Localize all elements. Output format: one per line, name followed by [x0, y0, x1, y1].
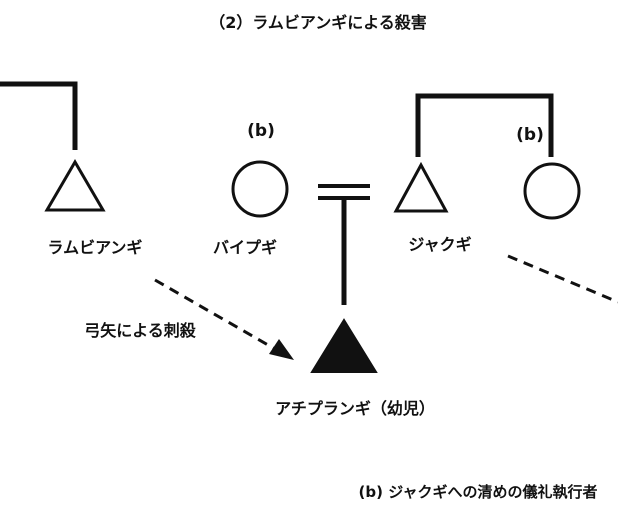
jakugi-label: ジャクギ: [408, 235, 471, 254]
jakugi-sister-female-symbol: [523, 162, 581, 220]
killing-arrow-line: [154, 278, 283, 355]
jakugi-male-symbol: [393, 161, 449, 213]
baipugi-female-symbol: [231, 160, 289, 218]
baipugi-label: バイプギ: [213, 238, 277, 257]
killing-arrowhead: [269, 339, 294, 360]
jakugi-sibling-line: [415, 93, 554, 157]
legend-caption: (b) ジャクギへの清めの儀礼執行者: [359, 483, 598, 501]
rambiangi-label: ラムビアンギ: [48, 238, 143, 257]
killing-annotation: 弓矢による刺殺: [84, 321, 197, 340]
rambiangi-sibling-line: [0, 81, 78, 150]
jakugi-sister-mark: (b): [516, 125, 544, 145]
achipurangi-male-filled-symbol: [310, 318, 378, 373]
diagram-title: （2）ラムビアンギによる殺害: [209, 13, 427, 32]
achipurangi-label: アチプランギ（幼児）: [275, 399, 435, 418]
jakugi-dashed-line: [507, 254, 618, 304]
rambiangi-male-symbol: [44, 159, 106, 212]
baipugi-mark: (b): [247, 121, 275, 141]
